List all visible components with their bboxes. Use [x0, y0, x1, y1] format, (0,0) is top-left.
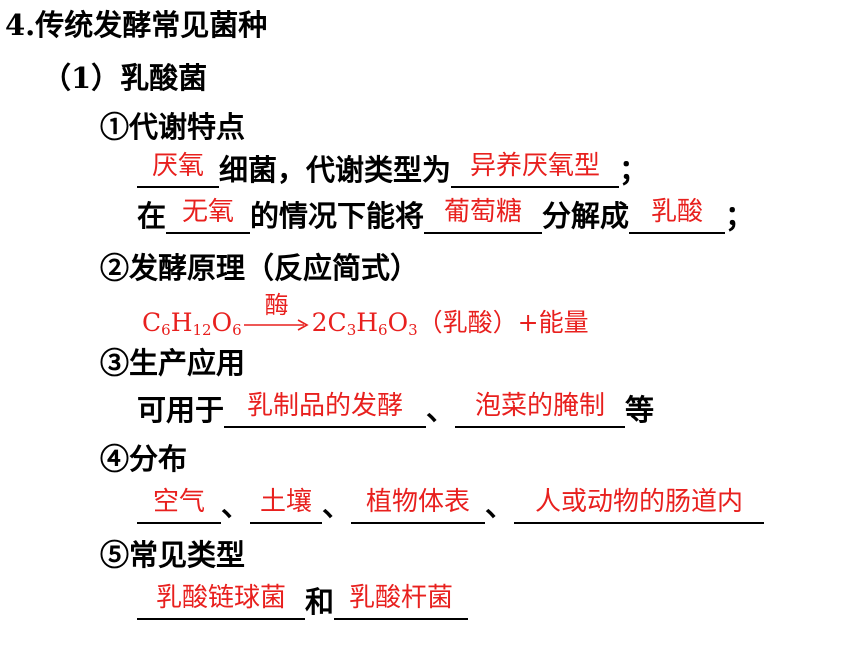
metabolism-line-1: 厌氧细菌，代谢类型为异养厌氧型 ； [137, 151, 649, 188]
reaction-arrow: 酶 [242, 291, 312, 337]
answer-air: 空气 [152, 487, 205, 517]
text-separator-2: 、 [322, 489, 352, 523]
answer-anaerobe: 厌氧 [151, 151, 204, 181]
blank-soil: 土壤 [250, 487, 323, 524]
blank-bacillus: 乳酸杆菌 [334, 583, 469, 620]
reaction-formula: C6H12O6 酶 2C3H6O3（乳酸）+能量 [142, 291, 589, 340]
formula-glucose: C6H12O6 [142, 308, 242, 339]
answer-cocci: 乳酸链球菌 [155, 583, 286, 613]
answer-gut: 人或动物的肠道内 [535, 487, 744, 517]
blank-gut: 人或动物的肠道内 [514, 487, 765, 524]
blank-lactic-acid: 乳酸 [629, 197, 726, 234]
text-separator-3: 、 [485, 489, 515, 523]
section-metabolism-title: ①代谢特点 [100, 110, 246, 144]
blank-plant-surface: 植物体表 [351, 487, 486, 524]
answer-dairy: 乳制品的发酵 [247, 391, 404, 421]
answer-pickle: 泡菜的腌制 [475, 391, 606, 421]
formula-product: 2C3H6O3（乳酸）+能量 [311, 308, 589, 339]
text-bacteria: 细菌，代谢类型为 [219, 153, 452, 187]
answer-plant-surface: 植物体表 [366, 487, 471, 517]
enzyme-label: 酶 [264, 290, 289, 319]
answer-no-oxygen: 无氧 [182, 197, 235, 227]
blank-anaerobe: 厌氧 [137, 151, 219, 188]
blank-metabolic-type: 异养厌氧型 [451, 151, 620, 188]
application-line: 可用于乳制品的发酵、泡菜的腌制等 [137, 391, 655, 428]
answer-lactic-acid: 乳酸 [651, 197, 704, 227]
answer-glucose: 葡萄糖 [444, 197, 523, 227]
section-principle-title: ②发酵原理（反应简式） [100, 251, 420, 285]
blank-dairy: 乳制品的发酵 [224, 391, 427, 428]
section-types-title: ⑤常见类型 [100, 538, 246, 572]
answer-bacillus: 乳酸杆菌 [349, 583, 454, 613]
text-decompose: 分解成 [542, 199, 630, 233]
distribution-line: 空气、土壤、植物体表、人或动物的肠道内 [137, 487, 765, 524]
answer-soil: 土壤 [260, 487, 313, 517]
subheading-lactobacillus: （1）乳酸菌 [42, 61, 208, 95]
page-heading: 4.传统发酵常见菌种 [5, 8, 268, 42]
text-semicolon-2: ； [725, 199, 755, 233]
section-distribution-title: ④分布 [100, 442, 188, 476]
blank-pickle: 泡菜的腌制 [455, 391, 626, 428]
text-condition: 的情况下能将 [250, 199, 425, 233]
metabolism-line-2: 在无氧的情况下能将葡萄糖分解成乳酸 ； [137, 197, 755, 234]
blank-cocci: 乳酸链球菌 [137, 583, 305, 620]
text-and: 和 [305, 585, 335, 619]
text-separator: 、 [426, 393, 456, 427]
blank-no-oxygen: 无氧 [166, 197, 251, 234]
blank-glucose: 葡萄糖 [424, 197, 543, 234]
text-separator-1: 、 [221, 489, 251, 523]
text-semicolon: ； [619, 153, 649, 187]
section-application-title: ③生产应用 [100, 346, 246, 380]
text-etc: 等 [625, 393, 655, 427]
blank-air: 空气 [137, 487, 221, 524]
text-in: 在 [137, 199, 167, 233]
arrow-icon [243, 318, 309, 331]
text-usable-for: 可用于 [137, 393, 225, 427]
types-line: 乳酸链球菌和乳酸杆菌 [137, 583, 469, 620]
answer-metabolic-type: 异养厌氧型 [470, 151, 601, 181]
